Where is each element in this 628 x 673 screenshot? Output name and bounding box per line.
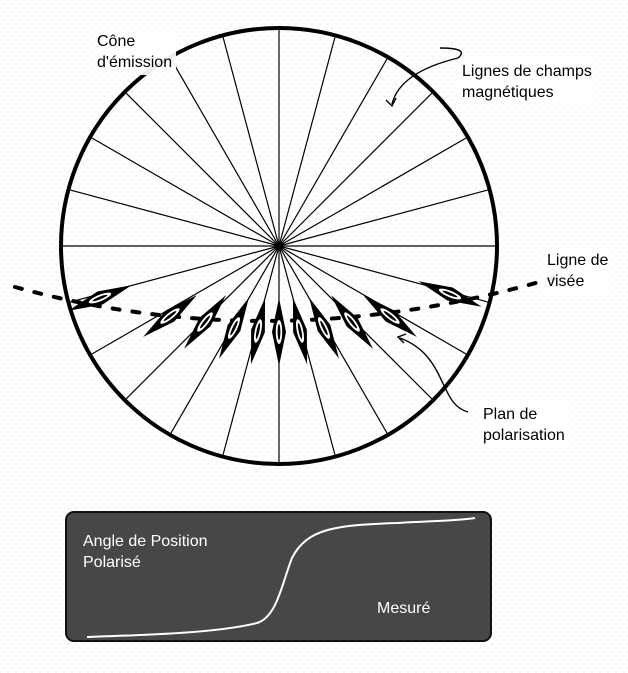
emission-cone-label: Cône d'émission — [93, 29, 177, 75]
field-line — [125, 92, 280, 247]
field-line — [278, 137, 467, 247]
polarization-vector-icon — [286, 296, 314, 366]
panel-title: Angle de Position Polarisé — [83, 533, 208, 571]
field-line — [70, 189, 280, 247]
emission-cone-circle — [59, 26, 499, 466]
polarization-vector-icon — [244, 296, 272, 366]
curved-arrow-icon — [385, 97, 397, 108]
magnetic-field-lines-label: Lignes de champs magnétiques — [458, 59, 596, 105]
polarization-vector-icon — [272, 298, 286, 366]
polarization-vectors — [65, 274, 485, 366]
field-line — [170, 58, 280, 247]
field-line — [222, 37, 280, 247]
field-line — [91, 137, 280, 247]
field-line — [278, 37, 336, 247]
field-line — [278, 189, 488, 247]
polarization-vector-icon — [65, 278, 135, 318]
curved-arrow-icon — [391, 47, 463, 105]
polarization-plane-label: Plan de polarisation — [479, 402, 569, 448]
curved-arrow-icon — [399, 337, 469, 413]
curved-arrow-icon — [396, 333, 407, 344]
field-line — [278, 58, 388, 247]
polarization-vector-icon — [415, 274, 485, 314]
field-line — [278, 92, 433, 247]
measured-curve — [86, 517, 476, 638]
measured-label: Mesuré — [377, 600, 431, 617]
field-line — [91, 245, 280, 355]
line-of-sight-label: Ligne de visée — [543, 248, 613, 294]
pulsar-diagram — [13, 26, 562, 466]
magnetic-field-lines — [63, 30, 495, 462]
polarized-position-angle-panel: Angle de Position Polarisé Mesuré — [65, 511, 492, 642]
